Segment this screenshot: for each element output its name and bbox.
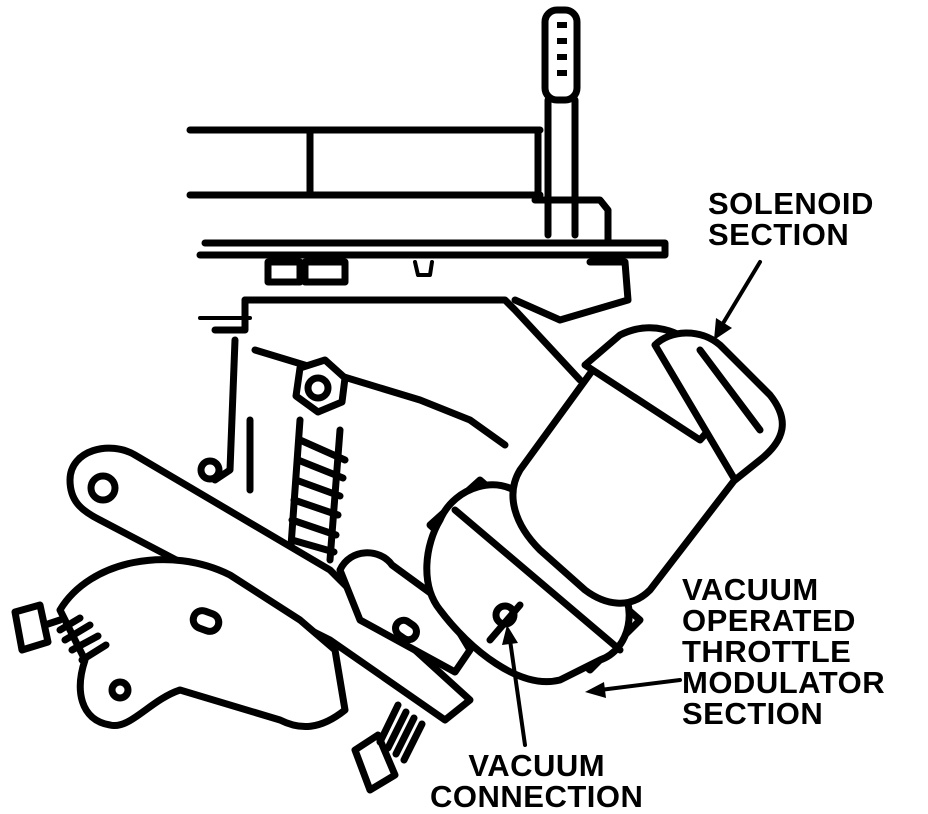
- connection-label-line-1: VACUUM: [468, 748, 606, 783]
- solenoid-body: [509, 324, 786, 607]
- return-spring: [286, 416, 349, 564]
- idle-adjust-screw: [11, 601, 110, 664]
- solenoid-label-line-1: SOLENOID: [708, 186, 874, 221]
- lower-adjust-screw: [351, 701, 426, 794]
- modulator-label-line-4: MODULATOR: [682, 665, 886, 700]
- modulator-label-line-3: THROTTLE: [682, 634, 852, 669]
- solenoid-leader-arrow: [714, 260, 762, 340]
- vacuum-connection-leader-arrow: [502, 625, 527, 747]
- adjusting-nut: [292, 356, 349, 416]
- lower-bracket: [56, 556, 349, 731]
- vacuum-modulator-housing: [423, 476, 644, 685]
- modulator-label-line-5: SECTION: [682, 696, 824, 731]
- modulator-label-line-1: VACUUM: [682, 572, 819, 607]
- vacuum-modulator-section-label: VACUUM OPERATED THROTTLE MODULATOR SECTI…: [682, 574, 885, 729]
- modulator-leader-arrow: [585, 678, 682, 698]
- upper-mounting-plate: [186, 126, 669, 324]
- vacuum-connection-label: VACUUM CONNECTION: [430, 750, 643, 812]
- solenoid-section-label: SOLENOID SECTION: [708, 188, 874, 250]
- link-lever: [336, 549, 474, 676]
- connection-label-line-2: CONNECTION: [430, 779, 644, 814]
- modulator-label-line-2: OPERATED: [682, 603, 856, 638]
- solenoid-label-line-2: SECTION: [708, 217, 850, 252]
- vacuum-connection-nipple: [486, 601, 524, 644]
- throttle-shaft-rod: [541, 6, 581, 239]
